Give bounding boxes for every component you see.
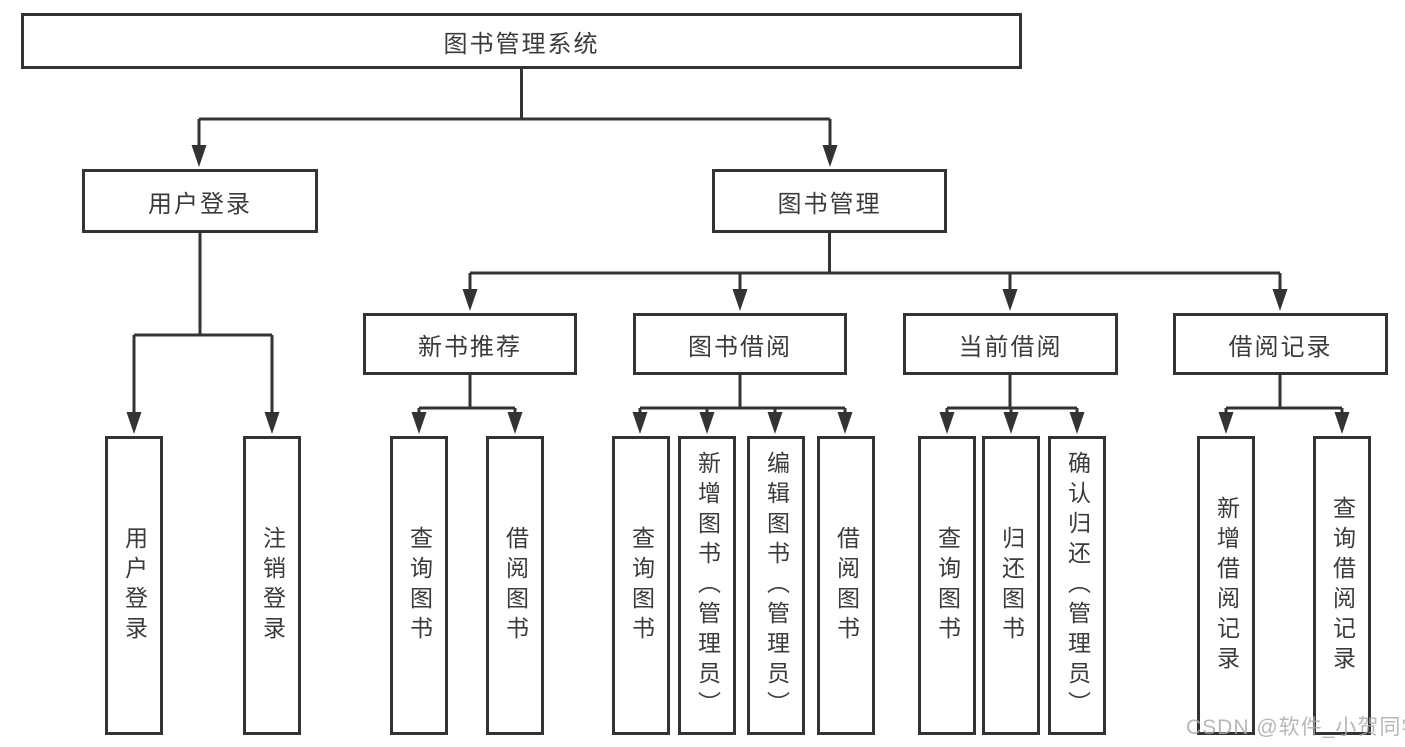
- node-add-book-admin-label: 新增图书（管理员）: [694, 450, 721, 721]
- node-query-borrow-record: 查询借阅记录: [1313, 436, 1371, 735]
- node-logout-action: 注销登录: [243, 436, 301, 735]
- node-user-login-action-label: 用户登录: [121, 525, 148, 646]
- node-return-book-label: 归还图书: [998, 525, 1025, 646]
- node-new-book-recommend-label: 新书推荐: [418, 333, 522, 361]
- node-return-book: 归还图书: [982, 436, 1040, 735]
- node-edit-book-admin-label: 编辑图书（管理员）: [763, 450, 790, 721]
- node-recommend-borrow-books: 借阅图书: [486, 436, 544, 735]
- node-current-query-books: 查询图书: [918, 436, 976, 735]
- node-book-borrowing: 图书借阅: [633, 313, 847, 375]
- node-add-borrow-record: 新增借阅记录: [1197, 436, 1255, 735]
- node-borrow-query-books-label: 查询图书: [628, 525, 655, 646]
- node-logout-action-label: 注销登录: [259, 525, 286, 646]
- node-user-login-action: 用户登录: [105, 436, 163, 735]
- node-edit-book-admin: 编辑图书（管理员）: [747, 436, 805, 735]
- node-user-login-label: 用户登录: [148, 190, 252, 218]
- node-user-login: 用户登录: [82, 169, 318, 233]
- node-book-management: 图书管理: [712, 169, 947, 233]
- arrowhead-icons: [126, 145, 1350, 434]
- node-borrow-borrow-books-label: 借阅图书: [833, 525, 860, 646]
- node-book-management-label: 图书管理: [777, 190, 882, 218]
- node-library-system: 图书管理系统: [21, 13, 1022, 69]
- node-borrow-borrow-books: 借阅图书: [817, 436, 875, 735]
- node-library-system-label: 图书管理系统: [443, 30, 600, 58]
- node-book-borrowing-label: 图书借阅: [688, 333, 792, 361]
- node-borrowing-records-label: 借阅记录: [1228, 333, 1333, 361]
- node-new-book-recommend: 新书推荐: [363, 313, 577, 375]
- node-add-borrow-record-label: 新增借阅记录: [1213, 495, 1240, 676]
- node-current-query-books-label: 查询图书: [934, 525, 961, 646]
- node-recommend-query-books-label: 查询图书: [406, 525, 433, 646]
- node-current-borrowing-label: 当前借阅: [958, 333, 1063, 361]
- node-current-borrowing: 当前借阅: [903, 313, 1118, 375]
- node-add-book-admin: 新增图书（管理员）: [678, 436, 736, 735]
- node-recommend-borrow-books-label: 借阅图书: [502, 525, 529, 646]
- node-borrowing-records: 借阅记录: [1173, 313, 1388, 375]
- node-borrow-query-books: 查询图书: [612, 436, 670, 735]
- node-confirm-return-admin: 确认归还（管理员）: [1048, 436, 1106, 735]
- node-query-borrow-record-label: 查询借阅记录: [1329, 495, 1356, 676]
- csdn-watermark: CSDN @软件_小贺同学: [1186, 716, 1405, 739]
- node-confirm-return-admin-label: 确认归还（管理员）: [1064, 450, 1091, 721]
- node-recommend-query-books: 查询图书: [390, 436, 448, 735]
